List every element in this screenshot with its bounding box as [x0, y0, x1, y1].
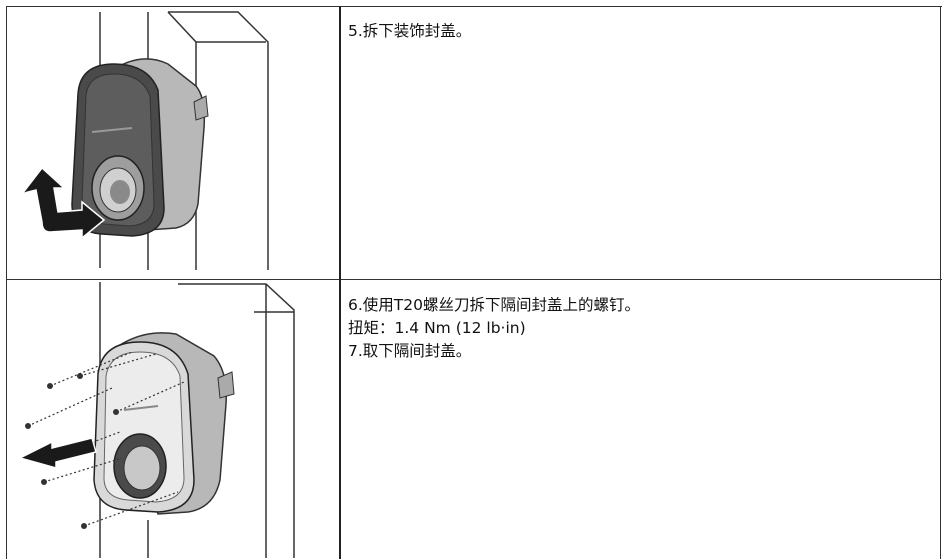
table-border-left	[6, 6, 7, 559]
step7-line-1: 7.取下隔间封盖。	[348, 342, 472, 360]
step6-7-text: 6.使用T20螺丝刀拆下隔间封盖上的螺钉。 扭矩：1.4 Nm (12 lb·i…	[348, 294, 928, 363]
wallbox-screws-icon	[17, 282, 295, 558]
table-border-right	[940, 6, 941, 559]
step6-line-1: 6.使用T20螺丝刀拆下隔间封盖上的螺钉。	[348, 296, 640, 314]
instruction-table: 5.拆下装饰封盖。	[6, 6, 942, 559]
step5-line-1: 5.拆下装饰封盖。	[348, 22, 472, 40]
table-row-divider	[6, 279, 942, 280]
step5-illustration	[8, 8, 338, 278]
step5-text: 5.拆下装饰封盖。	[348, 20, 928, 43]
step6-torque-line: 扭矩：1.4 Nm (12 lb·in)	[348, 319, 526, 337]
wallbox-cover-icon	[19, 11, 269, 270]
table-border-top	[6, 6, 942, 7]
table-column-divider	[339, 6, 341, 559]
step6-7-illustration	[8, 282, 338, 558]
